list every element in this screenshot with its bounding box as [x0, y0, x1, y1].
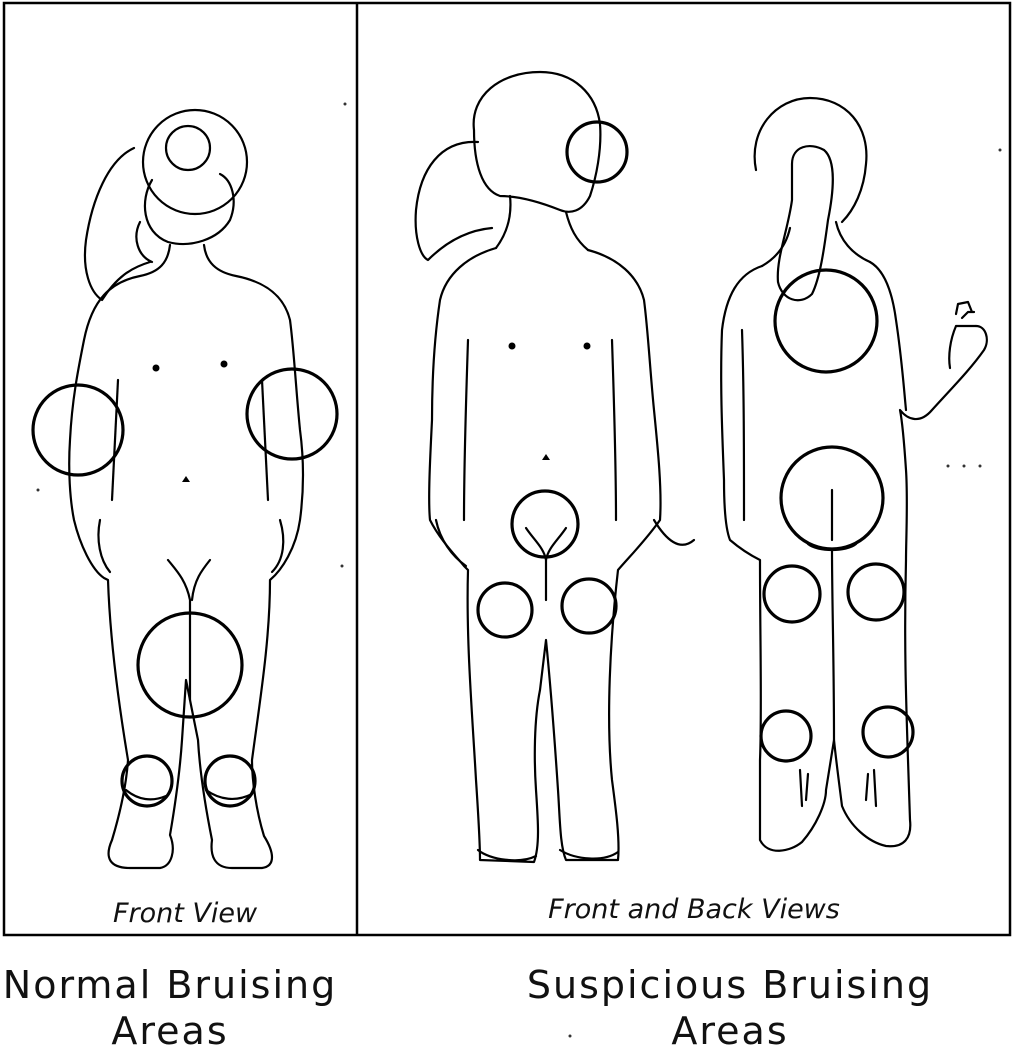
bruise-circle: [761, 711, 811, 761]
caption-line: Areas: [0, 1008, 340, 1054]
bruise-circle: [848, 564, 904, 620]
normal-bruising-caption: Normal Bruising Areas: [0, 962, 340, 1054]
bruise-circle: [863, 707, 913, 757]
bruise-circle: [247, 369, 337, 459]
bruise-circle: [764, 566, 820, 622]
caption-line: Normal Bruising: [0, 962, 340, 1008]
front-view-label: Front View: [113, 898, 258, 929]
bruise-circle: [512, 491, 578, 557]
caption-line: Areas: [500, 1008, 960, 1054]
figure-front-suspicious: [416, 72, 694, 862]
figure-front-view: [33, 110, 337, 868]
bruise-circle: [775, 270, 877, 372]
bruise-circle: [33, 385, 123, 475]
caption-line: Suspicious Bruising: [500, 962, 960, 1008]
figure-back-suspicious: [721, 98, 987, 851]
bruise-circle: [478, 583, 532, 637]
front-and-back-views-label: Front and Back Views: [548, 894, 840, 925]
bruise-circle: [562, 579, 616, 633]
suspicious-bruising-caption: Suspicious Bruising Areas: [500, 962, 960, 1054]
panel-frames: [4, 3, 1010, 935]
